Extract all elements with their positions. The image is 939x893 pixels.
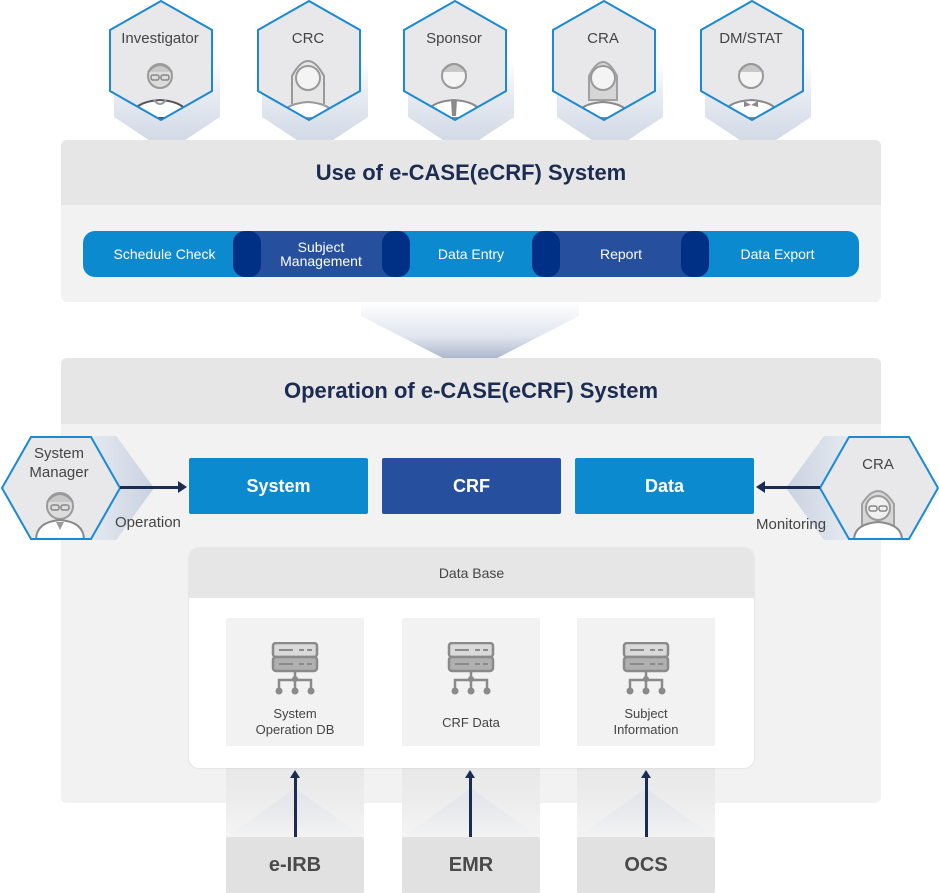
db-item[interactable]: Subject Information [577,618,715,746]
hexagon-shape [552,0,656,122]
role-dm-stat: DM/STAT [699,0,819,155]
db-item-label: System Operation DB [255,706,335,737]
operation-label: Operation [115,514,181,531]
arrow-left-icon [756,481,765,493]
role-sponsor: Sponsor [402,0,522,155]
database-title: Data Base [189,548,754,598]
cra-avatar-icon [852,490,904,539]
db-item-label: CRF Data [442,715,500,730]
use-panel-title: Use of e-CASE(eCRF) System [61,140,881,205]
process-flow-bar: Schedule Check Subject Management Data E… [83,231,859,277]
db-item[interactable]: CRF Data [402,618,540,746]
arrow-up-icon [465,770,475,778]
step-subject-management[interactable]: Subject Management [246,231,396,277]
db-item[interactable]: System Operation DB [226,618,364,746]
data-box[interactable]: Data [575,458,754,514]
use-panel: Use of e-CASE(eCRF) System Schedule Chec… [61,140,881,302]
role-label: CRA [587,30,619,47]
cra-monitor-label: CRA [862,456,894,473]
system-manager-actor: System Manager [0,436,122,540]
monitoring-arrow [764,486,820,489]
step-separator [681,231,709,277]
database-card: Data Base System Operation DB CRF Data Sub… [189,548,754,768]
step-separator [532,231,560,277]
cra-monitor-actor: CRA [818,436,939,540]
db-item-label: Subject Information [613,706,679,737]
hexagon-shape [700,0,804,122]
source-emr[interactable]: EMR [402,837,540,893]
investigator-avatar-icon [130,63,190,119]
system-manager-avatar-icon [34,492,86,539]
step-data-export[interactable]: Data Export [740,246,815,262]
step-separator [233,231,261,277]
step-data-entry[interactable]: Data Entry [437,246,505,262]
arrow-right-icon [178,481,187,493]
source-ocs[interactable]: OCS [577,837,715,893]
hexagon-shape [257,0,361,122]
system-manager-label: System Manager [29,445,89,481]
database-server-icon [622,642,670,695]
arrow-up-icon [290,770,300,778]
step-report[interactable]: Report [546,231,696,277]
database-server-icon [447,642,495,695]
arrow-up-icon [641,770,651,778]
operation-arrow [120,486,180,489]
step-separator [382,231,410,277]
role-label: CRC [291,30,325,47]
role-label: Investigator [121,30,199,47]
hexagon-shape [0,436,122,540]
system-box[interactable]: System [189,458,368,514]
hexagon-shape [109,0,213,122]
role-investigator: Investigator [108,0,228,155]
crf-box[interactable]: CRF [382,458,561,514]
emr-arrow [469,778,472,837]
hexagon-shape [818,436,939,540]
operation-panel-title: Operation of e-CASE(eCRF) System [61,358,881,424]
role-crc: CRC [256,0,376,155]
role-label: Sponsor [426,30,482,47]
database-server-icon [271,642,319,695]
ocs-arrow [645,778,648,837]
step-schedule-check[interactable]: Schedule Check [113,246,216,262]
source-e-irb[interactable]: e-IRB [226,837,364,893]
e-irb-arrow [294,778,297,837]
monitoring-label: Monitoring [756,516,827,533]
role-label: DM/STAT [719,30,783,47]
role-cra: CRA [551,0,671,155]
hexagon-shape [403,0,507,122]
